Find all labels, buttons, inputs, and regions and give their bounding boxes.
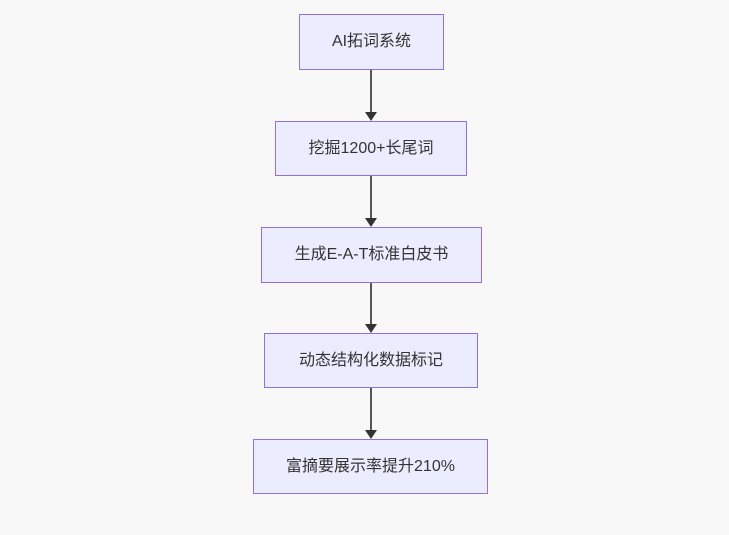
arrow-down-icon (365, 112, 377, 121)
flow-arrow-2 (364, 176, 378, 227)
flow-node-ai-word-expansion-system: AI拓词系统 (299, 14, 444, 70)
arrow-down-icon (365, 430, 377, 439)
node-label: AI拓词系统 (331, 33, 412, 51)
arrow-line (370, 388, 372, 430)
flow-arrow-1 (364, 70, 378, 121)
node-label: 生成E-A-T标准白皮书 (294, 246, 449, 264)
arrow-down-icon (365, 218, 377, 227)
node-label: 动态结构化数据标记 (298, 351, 443, 369)
flow-node-eat-whitepaper: 生成E-A-T标准白皮书 (261, 227, 482, 283)
flow-arrow-3 (364, 283, 378, 333)
arrow-line (370, 70, 372, 112)
arrow-line (370, 176, 372, 218)
node-label: 富摘要展示率提升210% (286, 457, 455, 475)
flow-node-longtail-keywords: 挖掘1200+长尾词 (275, 121, 467, 176)
arrow-line (370, 283, 372, 324)
flow-arrow-4 (364, 388, 378, 439)
arrow-down-icon (365, 324, 377, 333)
node-label: 挖掘1200+长尾词 (308, 139, 434, 157)
flow-node-structured-data-markup: 动态结构化数据标记 (264, 333, 478, 388)
flow-node-rich-snippet-rate: 富摘要展示率提升210% (253, 439, 488, 494)
